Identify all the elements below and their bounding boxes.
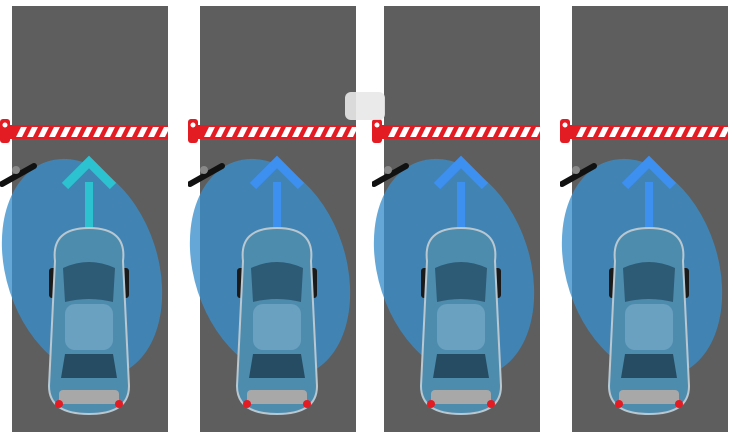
arrow-shaft bbox=[457, 182, 465, 234]
camera-lens bbox=[572, 166, 580, 174]
camera-lens bbox=[200, 166, 208, 174]
barrier-post-light bbox=[563, 123, 568, 128]
car-icon bbox=[237, 228, 317, 414]
car-tail-light bbox=[615, 400, 623, 408]
car-roof bbox=[437, 304, 485, 350]
car-rear-window bbox=[621, 354, 677, 378]
lane-1 bbox=[0, 6, 180, 432]
car-tail-light bbox=[487, 400, 495, 408]
barrier-post-light bbox=[375, 123, 380, 128]
lane-2 bbox=[188, 6, 368, 432]
camera-lens bbox=[384, 166, 392, 174]
car-tail-light bbox=[675, 400, 683, 408]
car-tail-light bbox=[243, 400, 251, 408]
car-bumper bbox=[619, 390, 679, 404]
overlay-smudge bbox=[345, 92, 385, 120]
camera-lens bbox=[12, 166, 20, 174]
car-tail-light bbox=[55, 400, 63, 408]
car-rear-window bbox=[249, 354, 305, 378]
car-bumper bbox=[247, 390, 307, 404]
car-icon bbox=[609, 228, 689, 414]
car-bumper bbox=[431, 390, 491, 404]
car-tail-light bbox=[427, 400, 435, 408]
arrow-shaft bbox=[645, 182, 653, 234]
lane-svg bbox=[372, 6, 552, 432]
barrier-post-light bbox=[3, 123, 8, 128]
car-rear-window bbox=[433, 354, 489, 378]
car-bumper bbox=[59, 390, 119, 404]
car-rear-window bbox=[61, 354, 117, 378]
car-windshield bbox=[251, 262, 303, 302]
car-tail-light bbox=[303, 400, 311, 408]
lane-3 bbox=[372, 6, 552, 432]
car-icon bbox=[49, 228, 129, 414]
barrier-post-light bbox=[191, 123, 196, 128]
car-roof bbox=[253, 304, 301, 350]
car-roof bbox=[625, 304, 673, 350]
car-windshield bbox=[63, 262, 115, 302]
car-windshield bbox=[435, 262, 487, 302]
car-roof bbox=[65, 304, 113, 350]
car-icon bbox=[421, 228, 501, 414]
car-windshield bbox=[623, 262, 675, 302]
lane-svg bbox=[0, 6, 180, 432]
arrow-shaft bbox=[85, 182, 93, 234]
car-tail-light bbox=[115, 400, 123, 408]
arrow-shaft bbox=[273, 182, 281, 234]
lane-svg bbox=[560, 6, 733, 432]
lane-4 bbox=[560, 6, 733, 432]
lane-svg bbox=[188, 6, 368, 432]
